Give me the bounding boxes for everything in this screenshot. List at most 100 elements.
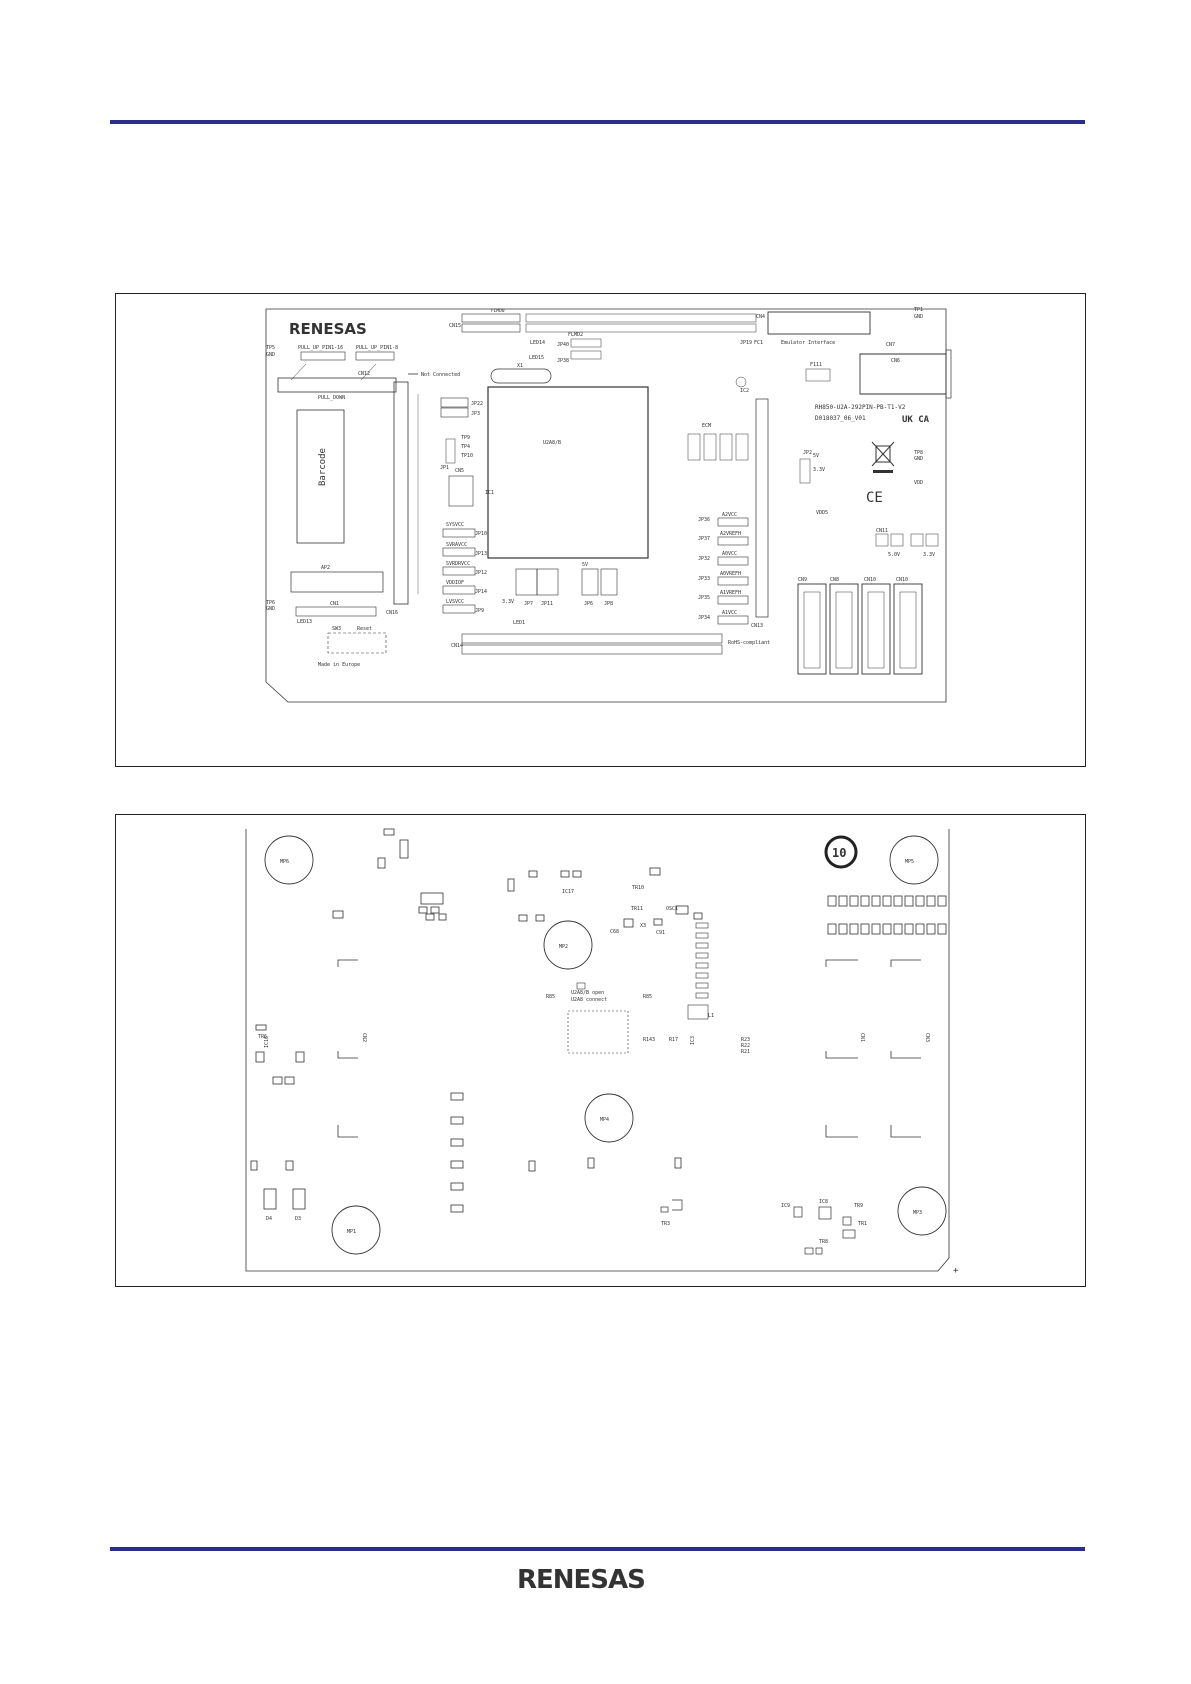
lvsvcc-label: LVSVCC: [446, 599, 464, 605]
a1vrefh-label: A1VREFH: [720, 590, 741, 596]
silk-logo: RENESAS: [289, 320, 367, 338]
a0vrefh-label: A0VREFH: [720, 571, 741, 577]
tp10-label: TP10: [461, 453, 473, 459]
v33-label-1: 3.3V: [502, 599, 514, 605]
a1vcc-label: A1VCC: [722, 610, 737, 616]
osc1-label: OSC1: [666, 906, 678, 912]
jp8-label: JP8: [604, 601, 613, 607]
cn10-label: CN10: [864, 577, 876, 583]
jp22-label: JP22: [471, 401, 483, 407]
ic2-label: IC2: [740, 388, 749, 394]
reset-label: Reset: [357, 626, 372, 632]
not-connected-label: Not Connected: [421, 372, 460, 378]
bottom-view-drawing: MP6 MP5 MP2 MP4 MP1 MP3 10: [245, 828, 959, 1276]
tp8-gnd: GND: [914, 456, 923, 462]
vdd5-label: VDD5: [816, 510, 828, 516]
tp8-label: TP8: [914, 450, 923, 456]
jp36-label: JP36: [698, 517, 710, 523]
cn15-label: CN15: [449, 323, 461, 329]
jp37-label: JP37: [698, 536, 710, 542]
cn4-label: CN4: [756, 314, 765, 320]
tr1-label: TR1: [858, 1221, 867, 1227]
vdd-label: VDD: [914, 480, 923, 486]
l1-label: L1: [708, 1013, 714, 1019]
r21-label: R21: [741, 1049, 750, 1055]
jp14-label: JP14: [475, 589, 487, 595]
flmd2-label: FLMD2: [568, 332, 583, 338]
tp6-gnd: GND: [266, 606, 275, 612]
jp1-label: JP1: [440, 465, 449, 471]
c68-label: C68: [610, 929, 619, 935]
flmd0-label: FLMD0: [491, 308, 505, 314]
tp5-gnd: GND: [266, 352, 275, 358]
led13-label: LED13: [297, 619, 312, 625]
jp2-label: JP2: [803, 450, 812, 456]
tp9-label: TP9: [461, 435, 470, 441]
cn20-label: ECM: [702, 423, 711, 429]
cn14-label: CN14: [451, 643, 463, 649]
top-view-figure: RENESAS PULL_UP_PIN1-16 PULL_UP_PIN1-8 C…: [115, 293, 1086, 767]
cn8-label: CN8: [830, 577, 839, 583]
pull-down-label: PULL_DOWN: [318, 395, 345, 401]
cn10b-label: CN10: [896, 577, 908, 583]
d4-label: D4: [266, 1216, 272, 1222]
renesas-logo-text: RENESAS: [517, 1565, 645, 1594]
jp38-label: JP38: [557, 358, 569, 364]
r85-label-left: R85: [546, 994, 555, 1000]
tp5-label: TP5: [266, 345, 275, 351]
svravcc-label: SVRAVCC: [446, 542, 467, 548]
ic8-label: IC8: [819, 1199, 828, 1205]
d3-label: D3: [295, 1216, 301, 1222]
header-rule: [110, 120, 1085, 124]
fc1-label: FC1: [754, 340, 763, 346]
rohs-label: RoHS-compliant: [728, 640, 770, 646]
ic1-label: IC1: [485, 490, 494, 496]
jp12-label: JP12: [475, 570, 487, 576]
cn6-label: CN6: [891, 358, 900, 364]
r22-label: R22: [741, 1043, 750, 1049]
jp9-label: JP9: [475, 608, 484, 614]
tr8-label: TR8: [819, 1239, 828, 1245]
tr11-label: TR11: [631, 906, 643, 912]
rohs-10-text: 10: [832, 846, 846, 860]
mp2-label: MP2: [559, 944, 568, 950]
jp33-label: JP33: [698, 576, 710, 582]
mp3-label: MP3: [913, 1210, 922, 1216]
top-view-drawing: RENESAS PULL_UP_PIN1-16 PULL_UP_PIN1-8 C…: [265, 307, 952, 703]
sw3-label: SW3: [332, 626, 341, 632]
footer-rule: [110, 1547, 1085, 1551]
cn3-label: CN3: [924, 1033, 930, 1042]
v33-label-3: 3.3V: [923, 552, 935, 558]
mp5-label: MP5: [905, 859, 914, 865]
mp1-label: MP1: [347, 1229, 356, 1235]
u2a-open-label: U2A8/B open: [571, 990, 604, 996]
tp4-label: TP4: [461, 444, 470, 450]
made-in-label: Made in Europe: [318, 662, 360, 668]
c91-label: C91: [656, 930, 665, 936]
jp11-label: JP11: [541, 601, 553, 607]
cn11-label: CN11: [876, 528, 888, 534]
mp6-label: MP6: [280, 859, 289, 865]
mp4-label: MP4: [600, 1117, 609, 1123]
jp13-label: JP13: [475, 551, 487, 557]
cn1-label: CN1: [330, 601, 339, 607]
tr3-label: TR3: [661, 1221, 670, 1227]
tr9-label: TR9: [854, 1203, 863, 1209]
rohs-10-icon: 10: [824, 835, 858, 869]
ic16-label: IC16: [264, 1036, 270, 1048]
ukca-mark: UK CA: [902, 415, 930, 425]
bottom-view-figure: MP6 MP5 MP2 MP4 MP1 MP3 10: [115, 814, 1086, 1287]
jp35-label: JP35: [698, 595, 710, 601]
ic17-label: IC17: [562, 889, 574, 895]
mcu-label: U2A8/B: [543, 440, 561, 446]
jp3-label: JP3: [471, 411, 480, 417]
cn9-label: CN9: [798, 577, 807, 583]
jp34-label: JP34: [698, 615, 710, 621]
cn5-label: CN5: [455, 468, 464, 474]
ce-mark: CE: [866, 490, 883, 506]
v50-label: 5.0V: [888, 552, 900, 558]
r85-label: R85: [643, 994, 652, 1000]
cn1-label: CN1: [859, 1033, 865, 1042]
v5-label-1: 5V: [582, 562, 588, 568]
x1-label: X1: [517, 363, 523, 369]
